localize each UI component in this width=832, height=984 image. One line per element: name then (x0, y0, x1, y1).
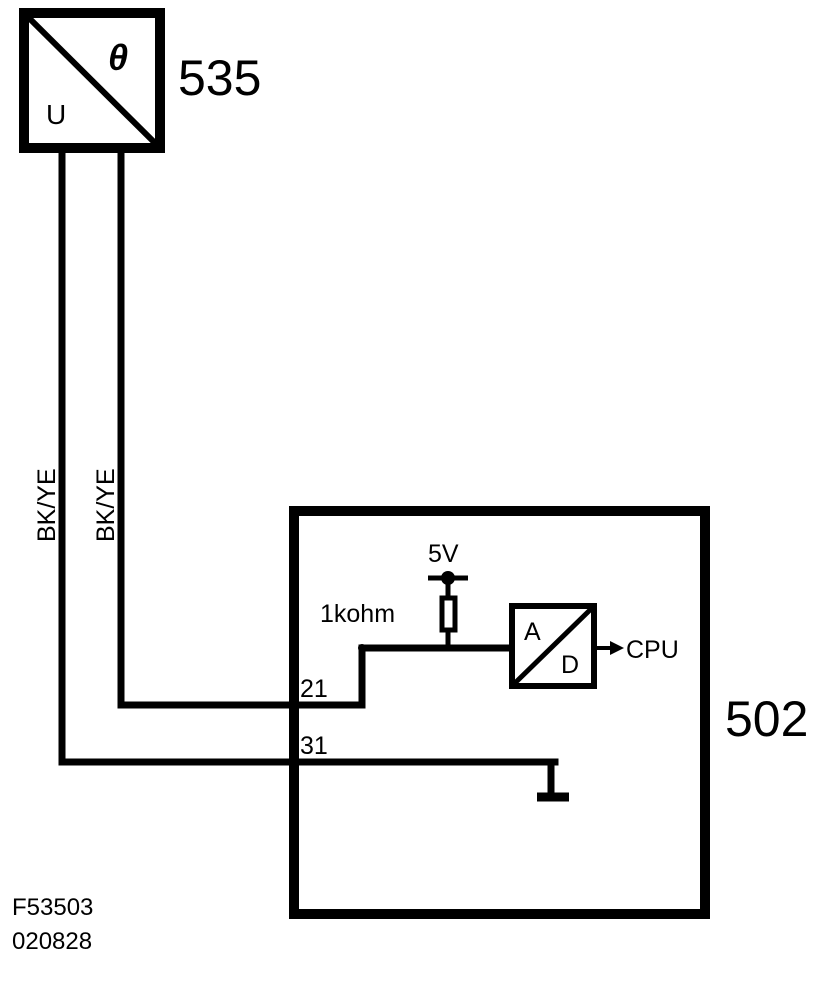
ground-wire-color-label: BK/YE (33, 468, 61, 542)
pullup-circuit (428, 571, 468, 648)
figure-date: 020828 (12, 928, 92, 955)
ground-symbol (537, 762, 569, 802)
pin-21-label: 21 (300, 675, 328, 703)
resistor-label: 1kohm (320, 600, 395, 628)
resistor-1kohm (439, 595, 458, 633)
cpu-label: CPU (626, 636, 679, 664)
signal-wire (117, 146, 514, 709)
sensor-id-label: 535 (178, 50, 261, 106)
cpu-arrow-head (610, 641, 624, 655)
module-502-box (289, 506, 710, 919)
sensor-535: U θ (19, 8, 165, 153)
ground-wire (58, 146, 559, 766)
adc-converter: A D (509, 603, 597, 689)
junction-dot (358, 644, 366, 652)
sensor-wires (58, 146, 559, 766)
adc-diagonal (513, 607, 593, 685)
adc-output-label: D (561, 651, 579, 679)
sensor-diagonal (24, 13, 160, 148)
sensor-output-symbol: θ (108, 37, 128, 78)
adc-input-label: A (524, 618, 541, 646)
pin-31-label: 31 (300, 732, 328, 760)
figure-code: F53503 (12, 894, 93, 921)
sensor-input-symbol: U (46, 99, 66, 130)
module-id-label: 502 (725, 691, 808, 747)
supply-voltage-label: 5V (428, 540, 459, 568)
signal-wire-color-label: BK/YE (92, 468, 120, 542)
